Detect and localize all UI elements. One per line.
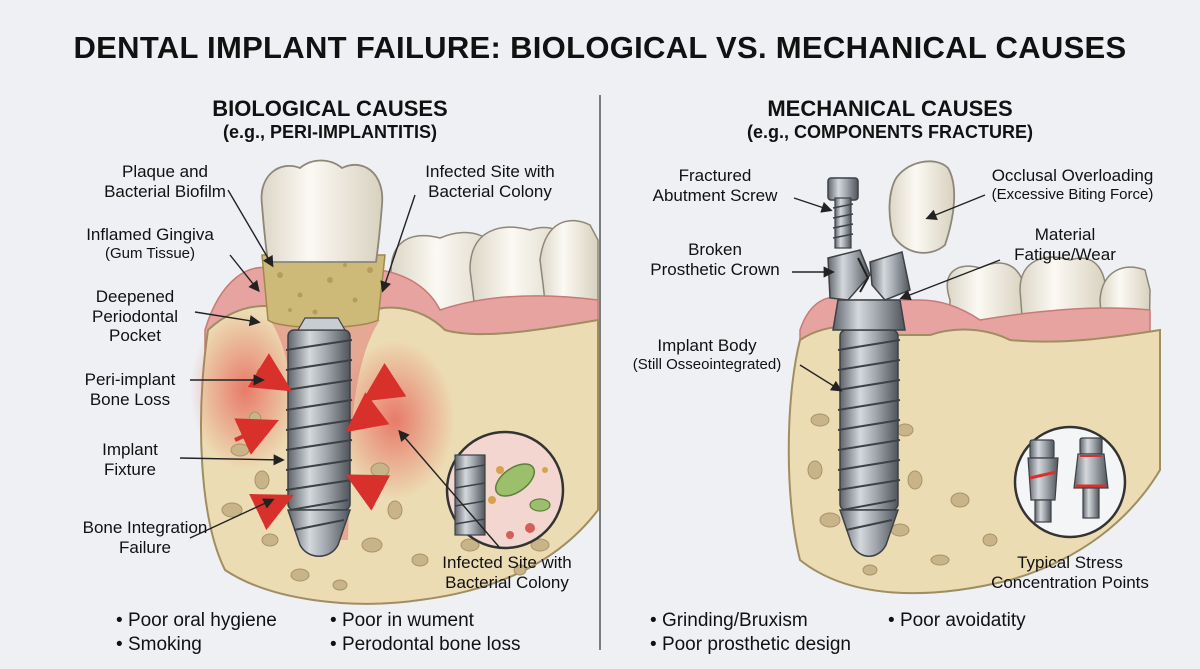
plaque-layer: [261, 254, 386, 329]
broken-abutment: [827, 249, 911, 331]
crown-fragment: [888, 160, 956, 254]
mech-leader-lines: [792, 194, 1001, 392]
mechanical-heading: MECHANICAL CAUSES: [767, 96, 1013, 121]
mechanical-illustration: [787, 160, 1161, 595]
mech-bullet-2: Poor avoidatity: [888, 610, 1026, 632]
plaque-speckles: [277, 263, 373, 315]
mech-bullet-3: Poor prosthetic design: [650, 634, 851, 656]
bio-bullet-2: Smoking: [116, 634, 202, 656]
bio-leader-lines: [179, 189, 501, 549]
label-implant-body: Implant Body(Still Osseointegrated): [632, 336, 782, 373]
mechanical-subheading: (e.g., COMPONENTS FRACTURE): [747, 122, 1033, 142]
fractured-screw: [827, 177, 859, 249]
biological-heading: BIOLOGICAL CAUSES: [212, 96, 448, 121]
abutment: [296, 317, 347, 331]
mech-bullet-1: Grinding/Bruxism: [650, 610, 808, 632]
page-title: DENTAL IMPLANT FAILURE: BIOLOGICAL VS. M…: [73, 30, 1127, 65]
bio-bullet-4: Perodontal bone loss: [330, 634, 521, 656]
biological-subheading: (e.g., PERI-IMPLANTITIS): [223, 122, 437, 142]
infection-magnifier: [445, 430, 565, 550]
stress-inset: [1013, 425, 1127, 539]
bio-bullet-3: Poor in wument: [330, 610, 474, 632]
implant-fixture: [285, 329, 353, 557]
crown: [260, 159, 384, 263]
bio-bullet-1: Poor oral hygiene: [116, 610, 277, 632]
label-inflamed-gingiva: Inflamed Gingiva(Gum Tissue): [86, 225, 214, 262]
label-occlusal-overloading: Occlusal Overloading(Excessive Biting Fo…: [991, 166, 1154, 203]
infection-arrows: [234, 353, 407, 531]
implant-body: [837, 329, 901, 557]
biological-illustration: [179, 159, 599, 605]
